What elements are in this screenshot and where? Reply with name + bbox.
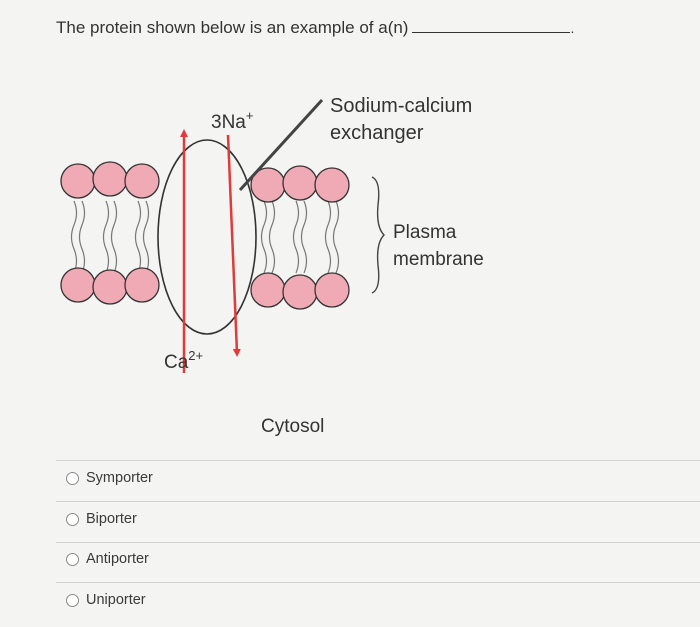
radio-icon[interactable]	[66, 594, 79, 607]
exchanger-protein	[158, 140, 256, 334]
divider	[56, 542, 700, 543]
option-biporter[interactable]: Biporter	[66, 511, 137, 527]
label-exchanger-line1: Sodium-calcium	[330, 95, 472, 117]
divider	[56, 460, 700, 461]
label-membrane-line2: membrane	[393, 249, 484, 270]
radio-icon[interactable]	[66, 513, 79, 526]
question-end: .	[570, 20, 574, 36]
option-uniporter[interactable]: Uniporter	[66, 592, 146, 608]
label-sodium: 3Na+	[211, 108, 253, 133]
option-label: Antiporter	[86, 551, 149, 567]
label-cytosol: Cytosol	[261, 416, 324, 437]
divider	[56, 501, 700, 502]
option-label: Uniporter	[86, 592, 146, 608]
question-prompt: The protein shown below is an example of…	[56, 18, 408, 37]
label-calcium: Ca2+	[164, 348, 203, 373]
label-exchanger-line2: exchanger	[330, 122, 424, 144]
lipid-tails-left	[72, 201, 149, 273]
option-label: Biporter	[86, 511, 137, 527]
divider	[56, 582, 700, 583]
question-text: The protein shown below is an example of…	[56, 18, 574, 38]
radio-icon[interactable]	[66, 553, 79, 566]
option-symporter[interactable]: Symporter	[66, 470, 153, 486]
label-membrane-line1: Plasma	[393, 222, 457, 243]
membrane-brace	[372, 177, 384, 293]
option-label: Symporter	[86, 470, 153, 486]
radio-icon[interactable]	[66, 472, 79, 485]
answer-blank	[412, 31, 570, 33]
membrane-diagram: 3Na+ Ca2+ Sodium-calcium exchanger Plasm…	[0, 75, 700, 455]
lipid-tails-right	[262, 201, 339, 273]
option-antiporter[interactable]: Antiporter	[66, 551, 149, 567]
